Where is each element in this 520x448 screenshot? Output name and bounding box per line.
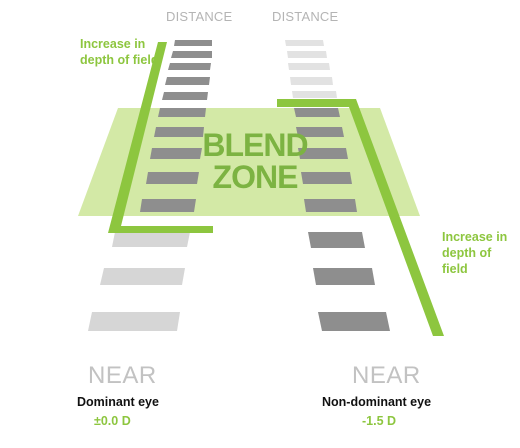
left-rung xyxy=(154,127,204,137)
right-rung xyxy=(290,77,333,85)
right-rung xyxy=(308,232,365,248)
right-rung xyxy=(288,63,330,70)
left-rung xyxy=(168,63,211,70)
left-rung xyxy=(174,40,212,46)
right-rung xyxy=(294,108,340,117)
right-depth-bracket xyxy=(277,99,444,336)
left-rung xyxy=(158,108,206,117)
left-rung xyxy=(140,199,196,212)
right-rung xyxy=(301,172,352,184)
increase-depth-label-left: Increase in depth of field xyxy=(80,37,159,67)
right-rung xyxy=(304,199,357,212)
blend-zone-line2: ZONE xyxy=(212,159,299,195)
left-rung xyxy=(165,77,210,85)
blend-zone-line1: BLEND xyxy=(202,127,308,163)
left-rung xyxy=(162,92,208,100)
nondominant-eye-power: -1.5 D xyxy=(362,414,397,428)
left-rung xyxy=(88,312,180,331)
near-label-left: NEAR xyxy=(88,362,157,389)
nondominant-eye-label: Non-dominant eye xyxy=(322,395,432,409)
left-ladder-dark xyxy=(140,40,212,212)
right-rung xyxy=(298,148,348,159)
right-rung xyxy=(292,91,337,98)
distance-label-right: DISTANCE xyxy=(272,9,339,24)
left-rung xyxy=(150,148,202,159)
left-rung xyxy=(171,51,212,58)
right-rung xyxy=(285,40,324,46)
left-rung xyxy=(146,172,199,184)
dominant-eye-label: Dominant eye xyxy=(77,395,159,409)
distance-label-left: DISTANCE xyxy=(166,9,233,24)
right-rung xyxy=(296,127,344,137)
left-depth-bracket xyxy=(108,42,213,233)
right-rung xyxy=(318,312,390,331)
right-ladder-faint xyxy=(285,40,337,98)
right-rung xyxy=(313,268,375,285)
blend-zone-title: BLEND ZONE xyxy=(190,129,320,193)
left-rung xyxy=(112,232,190,247)
right-rung xyxy=(287,51,327,58)
near-label-right: NEAR xyxy=(352,362,421,389)
right-ladder-dark xyxy=(294,108,390,331)
dominant-eye-power: ±0.0 D xyxy=(94,414,131,428)
left-ladder-light xyxy=(88,232,190,331)
increase-depth-label-right: Increase in depth of field xyxy=(442,230,508,276)
left-rung xyxy=(100,268,185,285)
